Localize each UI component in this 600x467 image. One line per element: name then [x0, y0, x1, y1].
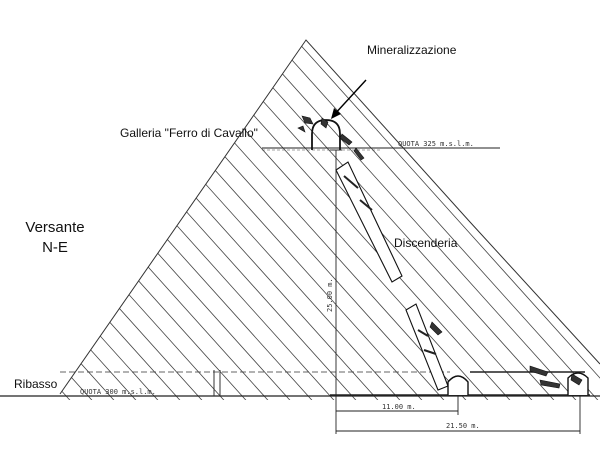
hatch-line	[60, 40, 153, 400]
hatch-line	[83, 40, 505, 400]
ore-bodies-bottom	[429, 321, 583, 389]
slope-label-line-1: Versante	[25, 219, 85, 236]
hatch-line	[435, 40, 600, 400]
ore-bodies-top	[297, 115, 365, 161]
horizontal-dimensions	[335, 396, 581, 434]
hatch-line	[61, 40, 483, 400]
decline-ore-streaks	[343, 175, 437, 355]
hatch-line	[0, 0, 20, 467]
decline-shaft-lower	[405, 303, 449, 391]
hatch-line	[479, 40, 600, 400]
mineralization-arrow-shaft	[332, 79, 367, 117]
hatch-line	[149, 40, 571, 400]
gallery-label: Galleria "Ferro di Cavallo"	[120, 126, 258, 140]
hatch-line	[105, 40, 527, 400]
horizontal-dim-label-2: 21.50 m.	[446, 422, 480, 430]
hatch-line	[303, 40, 600, 400]
elevation-bottom-label: QUOTA 300 m.s.l.m.	[80, 388, 156, 396]
hatch-line	[215, 40, 600, 400]
mineralization-label: Mineralizzazione	[367, 43, 457, 57]
hatch-line	[60, 40, 395, 400]
ribasso-portal-arch	[447, 375, 469, 395]
vertical-dim-label: 25.00 m.	[326, 278, 334, 312]
slope-label-line-2: N-E	[42, 239, 68, 256]
horizontal-dim-label-1: 11.00 m.	[382, 403, 416, 411]
hatch-line	[259, 40, 600, 400]
hatch-line	[60, 40, 241, 400]
hatch-line	[60, 40, 219, 400]
mineralization-arrow-head	[331, 108, 341, 119]
elevation-top-label: QUOTA 325 m.s.l.m.	[398, 140, 474, 148]
hatch-line	[60, 40, 263, 400]
mountain-profile	[59, 39, 600, 395]
lower-level-label: Ribasso	[14, 377, 58, 391]
decline-label: Discenderia	[394, 236, 458, 250]
hatch-line	[391, 40, 600, 400]
decline-shaft-upper	[335, 161, 403, 283]
hatch-line	[347, 40, 600, 400]
hatch-line	[60, 40, 197, 400]
hatch-line	[60, 40, 461, 400]
hatch-line	[127, 40, 549, 400]
hatch-line	[60, 40, 175, 400]
horseshoe-gallery	[311, 119, 341, 150]
hatch-line	[523, 40, 600, 400]
